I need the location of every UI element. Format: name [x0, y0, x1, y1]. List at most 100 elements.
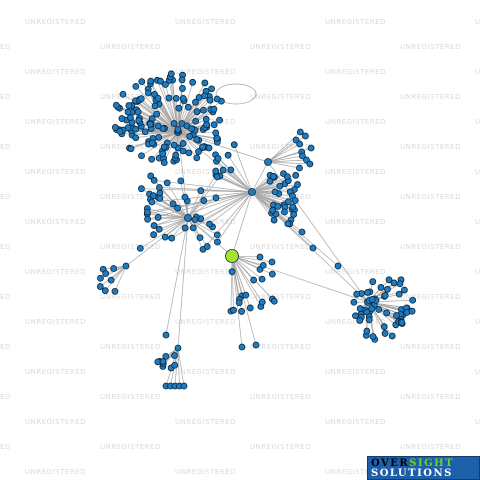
network-node[interactable]	[111, 287, 119, 295]
network-node[interactable]	[155, 133, 163, 141]
network-node[interactable]	[334, 262, 342, 270]
network-node[interactable]	[388, 332, 396, 340]
network-node[interactable]	[149, 192, 157, 200]
network-node[interactable]	[184, 103, 192, 111]
network-node[interactable]	[219, 166, 227, 174]
network-node[interactable]	[156, 184, 163, 191]
network-node[interactable]	[383, 309, 391, 317]
network-node[interactable]	[181, 224, 189, 232]
network-node[interactable]	[116, 127, 124, 135]
network-node[interactable]	[309, 244, 317, 252]
network-node[interactable]	[381, 330, 389, 337]
hub-node[interactable]	[264, 158, 272, 166]
network-node[interactable]	[169, 200, 177, 208]
network-node[interactable]	[298, 228, 306, 236]
network-node[interactable]	[256, 253, 264, 261]
network-node[interactable]	[401, 286, 408, 294]
network-node[interactable]	[369, 278, 377, 286]
network-node[interactable]	[175, 104, 183, 112]
network-node[interactable]	[147, 172, 155, 180]
network-node[interactable]	[192, 117, 200, 125]
network-node[interactable]	[189, 224, 197, 232]
network-node[interactable]	[409, 296, 417, 304]
network-node[interactable]	[208, 85, 215, 93]
network-node[interactable]	[178, 76, 186, 84]
network-node[interactable]	[296, 164, 303, 172]
network-node[interactable]	[216, 116, 224, 124]
network-node[interactable]	[238, 308, 246, 315]
network-node[interactable]	[165, 94, 173, 102]
network-node[interactable]	[352, 312, 359, 320]
network-node[interactable]	[289, 203, 297, 211]
network-node[interactable]	[110, 265, 118, 272]
network-node[interactable]	[136, 244, 144, 252]
network-node[interactable]	[148, 115, 156, 122]
network-node[interactable]	[283, 173, 291, 180]
network-node[interactable]	[119, 90, 127, 98]
network-node[interactable]	[350, 298, 358, 306]
network-node[interactable]	[270, 173, 277, 180]
network-node[interactable]	[250, 276, 258, 284]
network-node[interactable]	[363, 327, 371, 335]
network-node[interactable]	[381, 292, 389, 299]
network-node[interactable]	[159, 150, 167, 158]
network-node[interactable]	[224, 151, 232, 159]
network-node[interactable]	[213, 173, 221, 181]
network-node[interactable]	[296, 128, 304, 136]
network-node[interactable]	[148, 139, 156, 147]
network-node[interactable]	[153, 110, 161, 118]
network-node[interactable]	[235, 299, 243, 307]
network-node[interactable]	[192, 98, 199, 106]
hub-node[interactable]	[248, 188, 256, 196]
network-node[interactable]	[238, 343, 246, 351]
network-node[interactable]	[181, 193, 189, 201]
network-node[interactable]	[160, 159, 168, 167]
network-node[interactable]	[252, 341, 260, 349]
network-node[interactable]	[137, 95, 145, 103]
network-node[interactable]	[393, 312, 400, 319]
network-node[interactable]	[101, 287, 109, 295]
network-node[interactable]	[157, 77, 164, 85]
network-node[interactable]	[134, 108, 142, 116]
network-node[interactable]	[132, 82, 140, 90]
network-node[interactable]	[159, 358, 167, 365]
network-node[interactable]	[356, 305, 364, 312]
center-focus-node[interactable]	[225, 249, 239, 263]
network-node[interactable]	[291, 197, 299, 204]
network-node[interactable]	[168, 234, 176, 242]
network-node[interactable]	[132, 134, 140, 142]
network-node[interactable]	[212, 129, 220, 137]
network-node[interactable]	[191, 216, 199, 224]
network-node[interactable]	[200, 106, 207, 114]
network-node[interactable]	[210, 105, 218, 113]
network-node[interactable]	[258, 298, 266, 306]
network-node[interactable]	[148, 198, 156, 206]
network-node[interactable]	[302, 132, 309, 140]
network-node[interactable]	[144, 215, 151, 223]
network-node[interactable]	[118, 115, 126, 122]
network-node[interactable]	[292, 171, 300, 179]
network-node[interactable]	[172, 151, 180, 159]
network-node[interactable]	[170, 120, 178, 127]
network-node[interactable]	[299, 152, 306, 160]
network-node[interactable]	[162, 81, 169, 88]
network-node[interactable]	[268, 270, 276, 278]
network-node[interactable]	[377, 284, 385, 291]
network-node[interactable]	[163, 179, 171, 187]
network-node[interactable]	[151, 102, 159, 110]
network-node[interactable]	[161, 233, 169, 241]
network-node[interactable]	[97, 274, 104, 282]
network-node[interactable]	[230, 306, 237, 314]
network-node[interactable]	[155, 225, 163, 233]
network-node[interactable]	[127, 114, 134, 121]
network-node[interactable]	[138, 185, 145, 193]
network-node[interactable]	[285, 198, 292, 206]
network-node[interactable]	[213, 231, 221, 239]
network-node[interactable]	[112, 101, 120, 109]
network-node[interactable]	[274, 203, 282, 210]
network-node[interactable]	[230, 141, 238, 149]
hub-node[interactable]	[122, 262, 130, 270]
network-node[interactable]	[266, 177, 274, 185]
network-node[interactable]	[268, 258, 276, 266]
network-node[interactable]	[96, 283, 104, 290]
